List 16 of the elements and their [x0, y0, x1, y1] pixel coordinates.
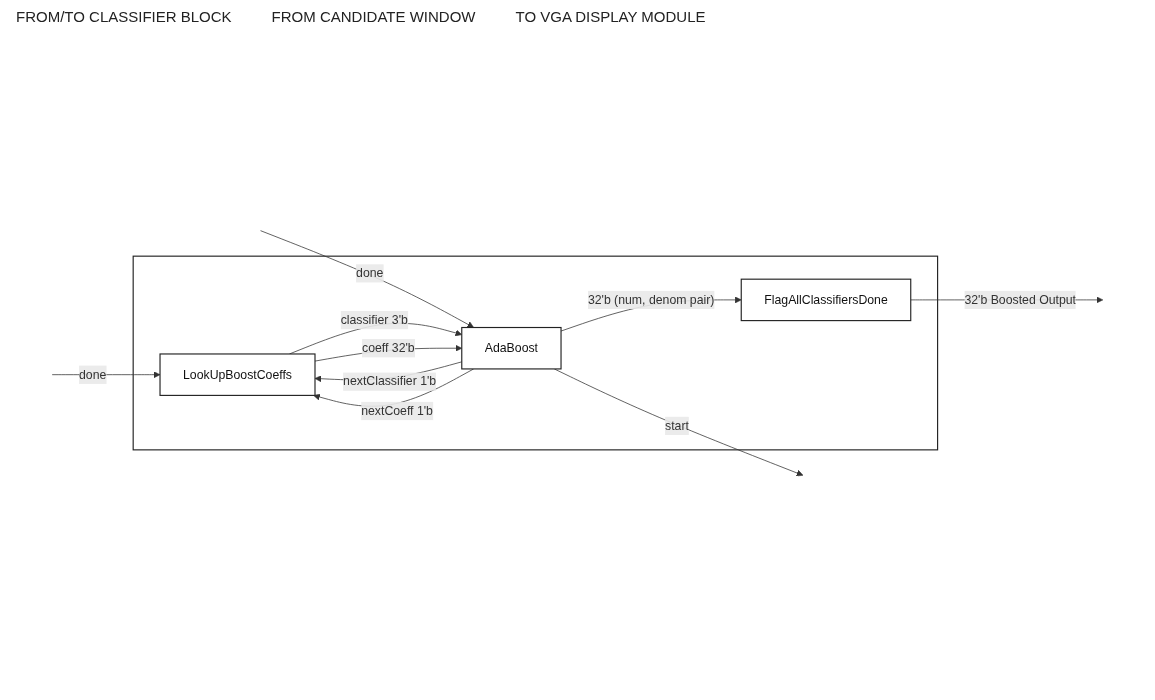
- edge-label: done: [356, 266, 384, 280]
- node-box: AdaBoost: [461, 326, 562, 370]
- edge-label: done: [79, 367, 107, 381]
- edge-label: nextClassifier 1'b: [343, 374, 437, 388]
- cluster: [132, 255, 939, 451]
- node-box: FlagAllClassifiersDone: [740, 278, 912, 322]
- edge-label: start: [665, 418, 689, 432]
- port-label: FROM/TO CLASSIFIER BLOCK: [16, 8, 232, 25]
- port-label: TO VGA DISPLAY MODULE: [515, 8, 706, 25]
- port-label: FROM CANDIDATE WINDOW: [271, 8, 476, 25]
- edge-label: coeff 32'b: [362, 341, 415, 355]
- edge-label: 32'b (num, denom pair): [587, 292, 715, 307]
- edge-label: nextCoeff 1'b: [361, 404, 433, 418]
- edge-label: classifier 3'b: [340, 313, 408, 327]
- edge-label: 32'b Boosted Output: [964, 292, 1076, 307]
- node-box: LookUpBoostCoeffs: [159, 353, 316, 396]
